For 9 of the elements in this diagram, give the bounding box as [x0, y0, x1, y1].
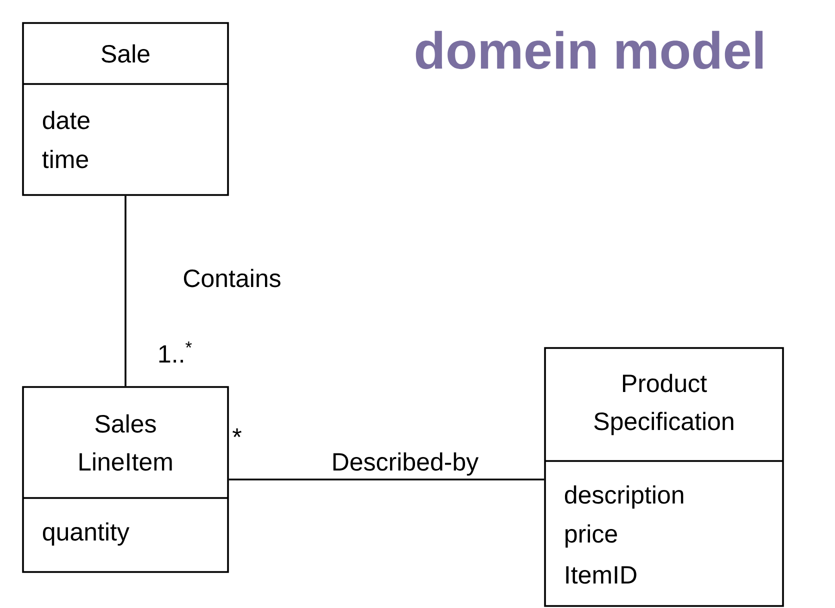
- title: domein model: [416, 30, 763, 70]
- association-line: [228, 478, 544, 480]
- association-line: [124, 196, 126, 386]
- edge-label: Contains: [182, 268, 282, 288]
- class-box: Sales LineItem quantity: [22, 386, 229, 573]
- class-box: Sale date time: [22, 22, 229, 196]
- edge-label: Described-by: [330, 451, 480, 477]
- class-box: Product Specification description price ItemID: [544, 347, 784, 607]
- multiplicity: 1..$^{*}$: [159, 341, 192, 363]
